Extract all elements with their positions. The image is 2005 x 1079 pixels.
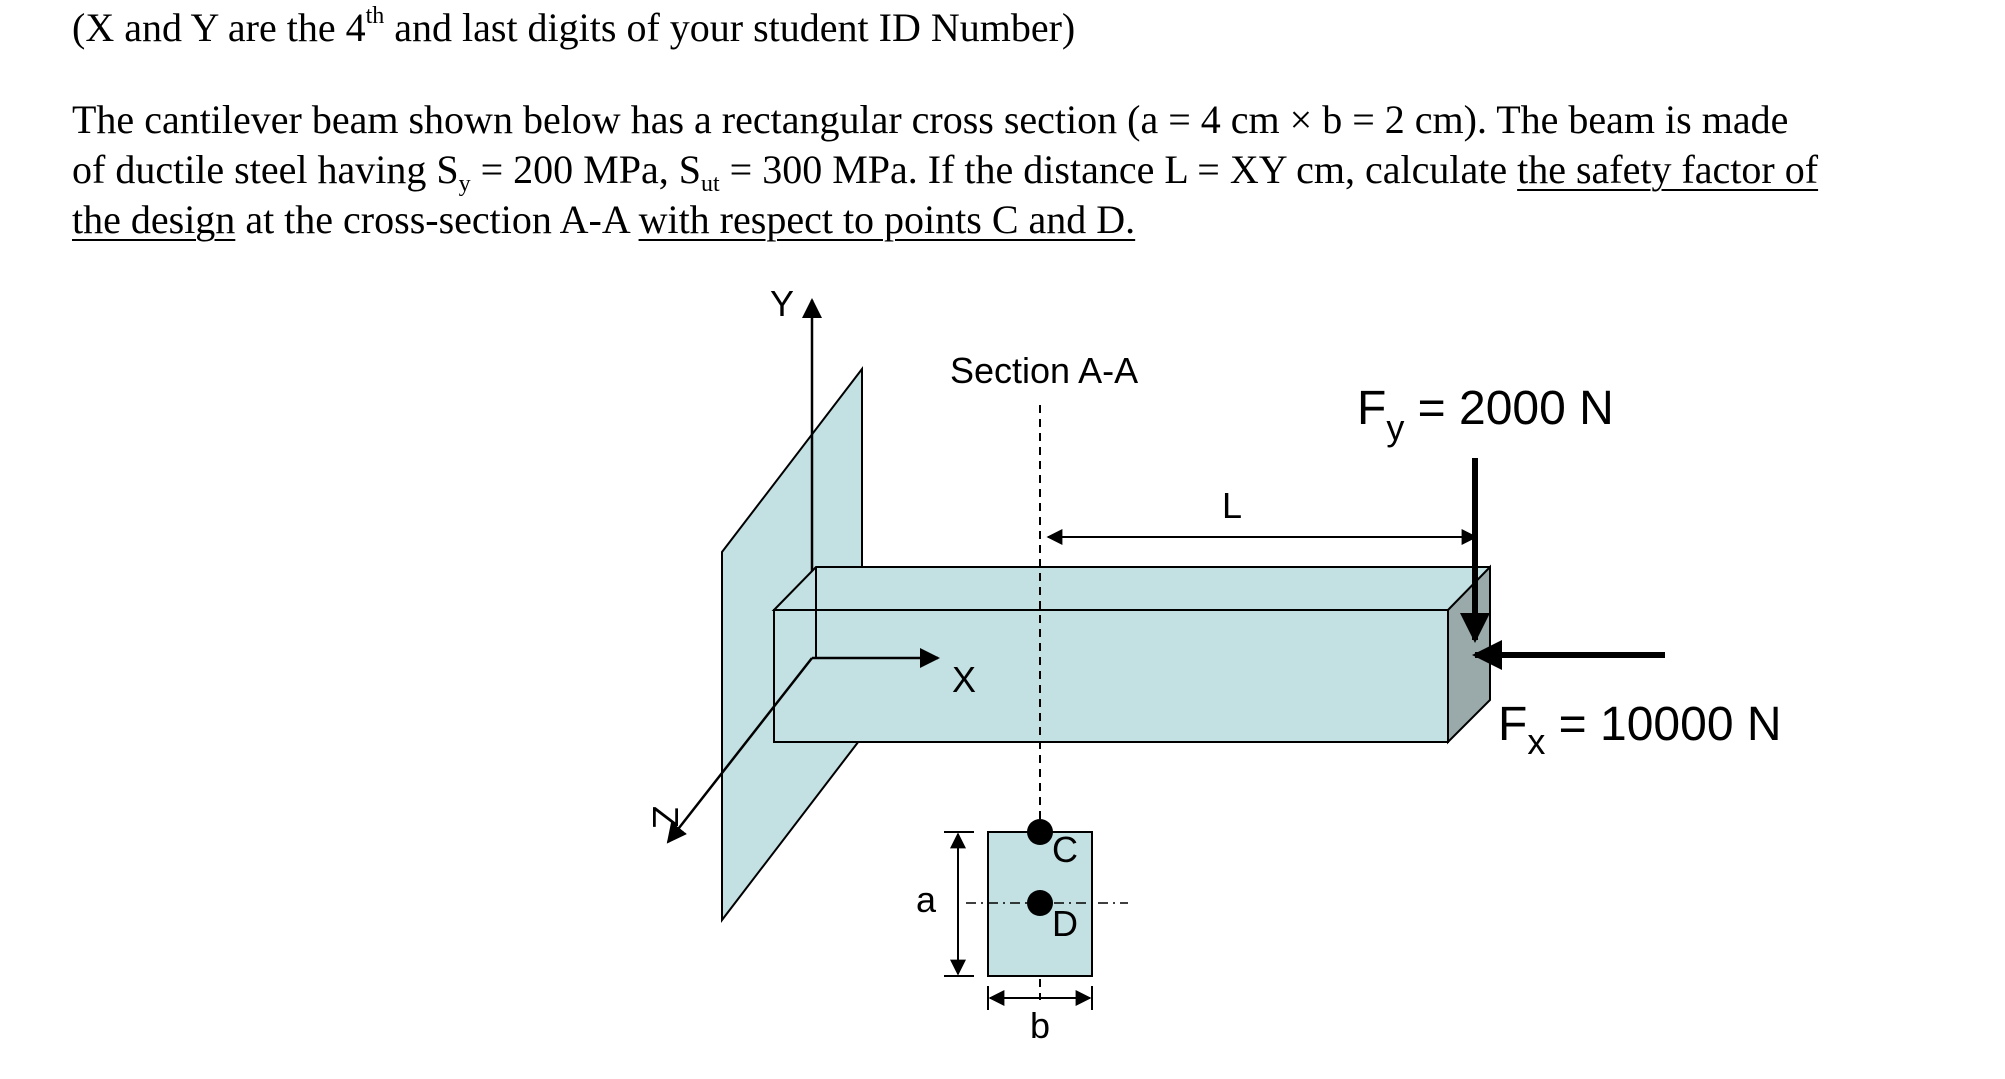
ultimate-subscript: ut — [700, 171, 720, 197]
problem-line-3: the design at the cross-section A-A with… — [72, 196, 1135, 244]
problem-text: of ductile steel having S — [72, 147, 459, 192]
z-axis — [666, 657, 813, 844]
z-axis-label: Z — [645, 806, 686, 828]
yield-subscript: y — [458, 171, 471, 197]
point-c-label: C — [1052, 829, 1078, 870]
problem-line-1: The cantilever beam shown below has a re… — [72, 96, 1788, 144]
dim-b-label: b — [1030, 1005, 1050, 1046]
x-axis-label: X — [952, 659, 976, 700]
problem-text: = 200 MPa, S — [470, 147, 701, 192]
fy-label: Fy = 2000 N — [1357, 382, 1614, 448]
beam-front-face — [773, 609, 1449, 743]
beam-top-face — [771, 566, 1491, 611]
ordinal-superscript: th — [365, 3, 385, 29]
point-c-marker — [1027, 819, 1053, 845]
underlined-text: the safety factor of — [1517, 147, 1819, 192]
instruction-text: (X and Y are the 4 — [72, 5, 366, 50]
instruction-line: (X and Y are the 4th and last digits of … — [72, 4, 1075, 52]
problem-line-2: of ductile steel having Sy = 200 MPa, Su… — [72, 146, 1819, 197]
point-d-marker — [1027, 890, 1053, 916]
fx-label: Fx = 10000 N — [1498, 698, 1782, 762]
underlined-text: the design — [72, 197, 236, 242]
underlined-text: with respect to points C and D. — [638, 197, 1136, 242]
problem-text: at the cross-section A-A — [235, 197, 639, 242]
point-d-label: D — [1052, 903, 1078, 944]
instruction-text-end: and last digits of your student ID Numbe… — [384, 5, 1076, 50]
problem-text: = 300 MPa. If the distance L = XY cm, ca… — [719, 147, 1518, 192]
dim-a-label: a — [916, 879, 937, 920]
problem-text: The cantilever beam shown below has a re… — [72, 97, 1789, 142]
length-label: L — [1222, 485, 1242, 526]
y-axis-label: Y — [770, 283, 794, 324]
section-label: Section A-A — [950, 350, 1138, 391]
